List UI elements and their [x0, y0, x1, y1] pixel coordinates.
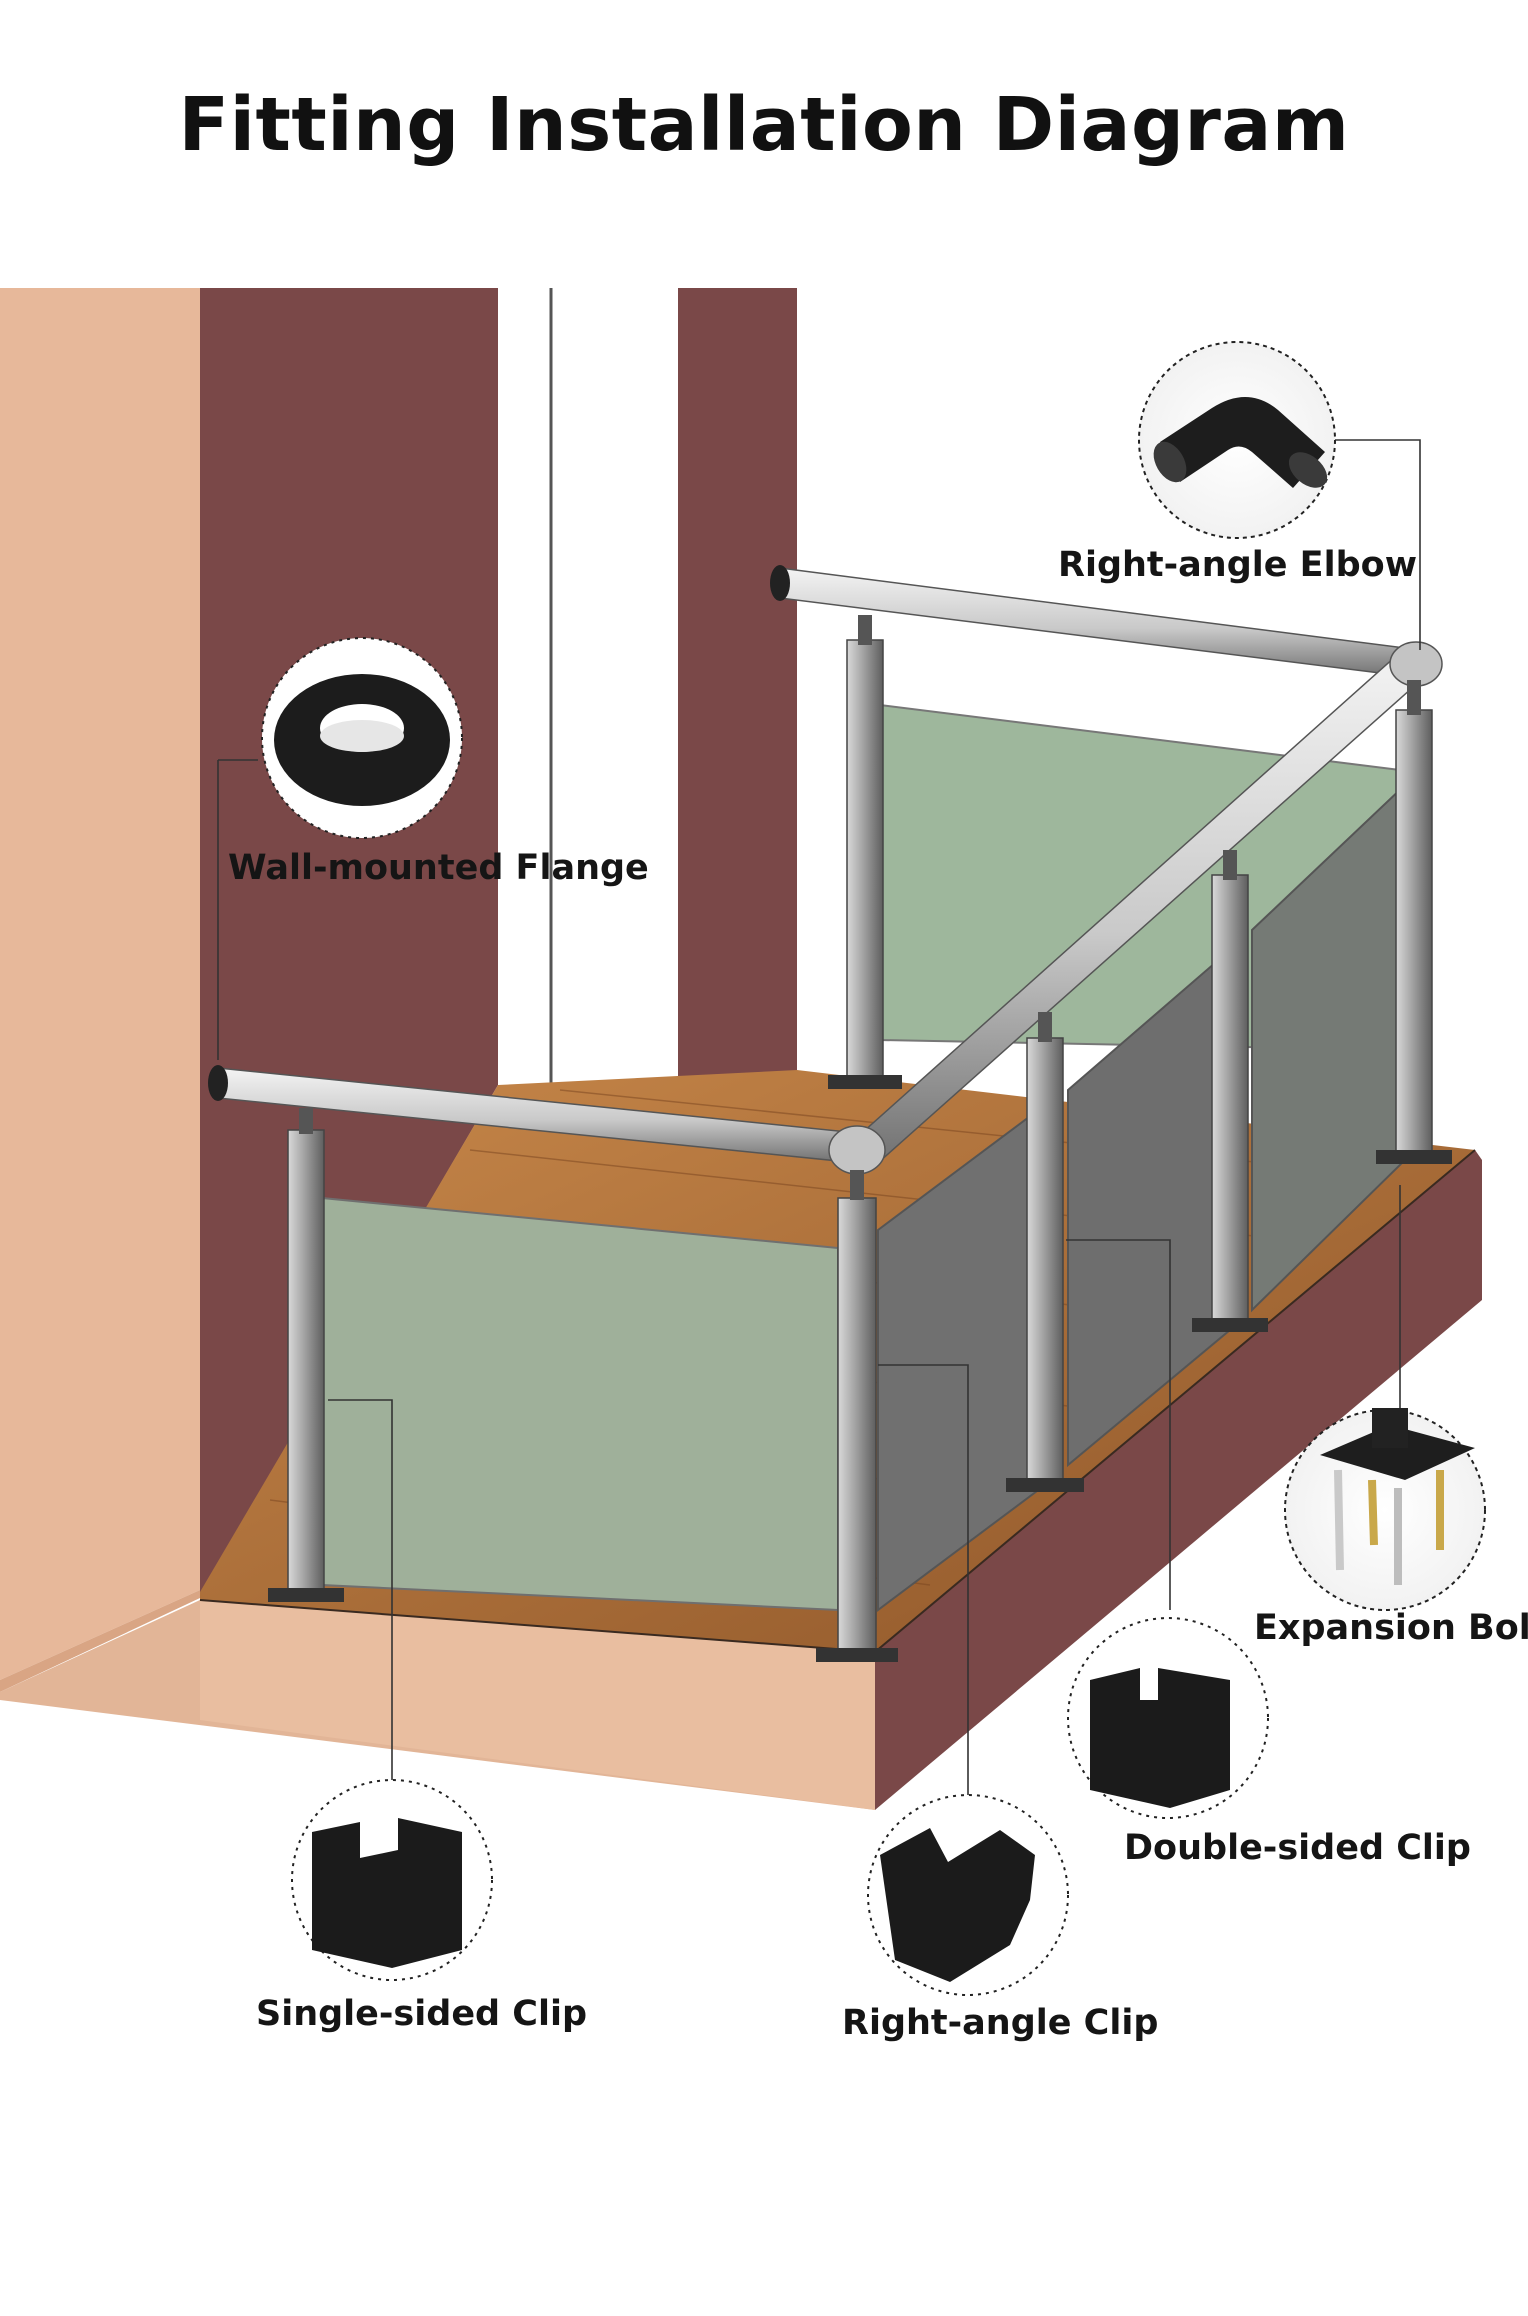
post: [1026, 1037, 1064, 1484]
handrails: [208, 565, 1443, 1200]
callout-right-angle-clip: [867, 1794, 1069, 1996]
post: [1395, 709, 1433, 1161]
label-wall-mounted-flange: Wall-mounted Flange: [228, 848, 649, 888]
label-right-angle-elbow: Right-angle Elbow: [1058, 545, 1418, 585]
glass-panel-front: [321, 1196, 839, 1612]
post: [1211, 874, 1249, 1326]
callout-elbow: [1138, 341, 1336, 539]
back-wall: [678, 288, 797, 1160]
wall-structure: [0, 288, 797, 1692]
label-single-sided-clip: Single-sided Clip: [256, 1994, 588, 2034]
single-clip-icon: [312, 1818, 462, 1968]
page-title: Fitting Installation Diagram: [178, 82, 1350, 168]
elbow-joint: [1389, 641, 1443, 687]
label-double-sided-clip: Double-sided Clip: [1124, 1828, 1471, 1868]
post: [846, 639, 884, 1081]
callout-expansion-bolt: [1284, 1408, 1486, 1611]
elbow-joint: [828, 1125, 886, 1175]
callout-double-clip: [1067, 1617, 1269, 1819]
bolt-plate-icon: [1320, 1425, 1475, 1480]
maroon-column: [200, 288, 498, 1595]
leader-lines: [217, 439, 1421, 1795]
elbow-icon: [1160, 396, 1325, 488]
double-clip-icon: [1090, 1668, 1230, 1808]
callout-flange: [261, 637, 463, 839]
door-opening: [498, 288, 678, 1165]
post: [287, 1129, 325, 1596]
right-angle-clip-icon: [880, 1828, 1035, 1982]
post: [837, 1197, 877, 1657]
slab-side: [875, 1150, 1482, 1810]
label-right-angle-clip: Right-angle Clip: [842, 2003, 1159, 2043]
callout-single-clip: [291, 1779, 493, 1981]
posts: [268, 639, 1452, 1662]
label-expansion-bolt: Expansion Bolt: [1254, 1608, 1528, 1648]
left-wall: [0, 288, 200, 1680]
